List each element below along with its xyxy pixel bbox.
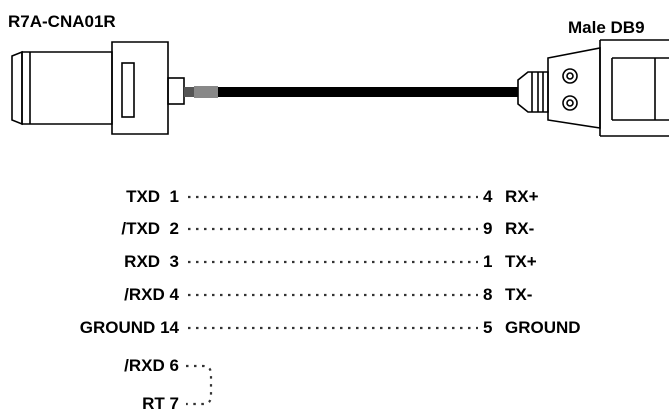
right-connector-label: Male DB9 — [568, 18, 645, 37]
left-pin-rxd-bar: /RXD 4 — [124, 285, 179, 304]
r7a-connector-drawing — [11, 41, 185, 135]
left-connector-label: R7A-CNA01R — [8, 12, 116, 31]
left-pin-rxd: RXD 3 — [124, 252, 179, 271]
left-pin-ground: GROUND 14 — [79, 318, 179, 337]
left-pin-txd: TXD 1 — [126, 187, 179, 206]
left-pin-rt-7: RT 7 — [142, 394, 179, 413]
left-pin-txd-bar: /TXD 2 — [121, 219, 179, 238]
cable — [184, 86, 518, 98]
wire-lines — [186, 195, 478, 406]
left-pin-rxd-6: /RXD 6 — [124, 356, 179, 375]
db9-connector-drawing — [517, 39, 669, 137]
